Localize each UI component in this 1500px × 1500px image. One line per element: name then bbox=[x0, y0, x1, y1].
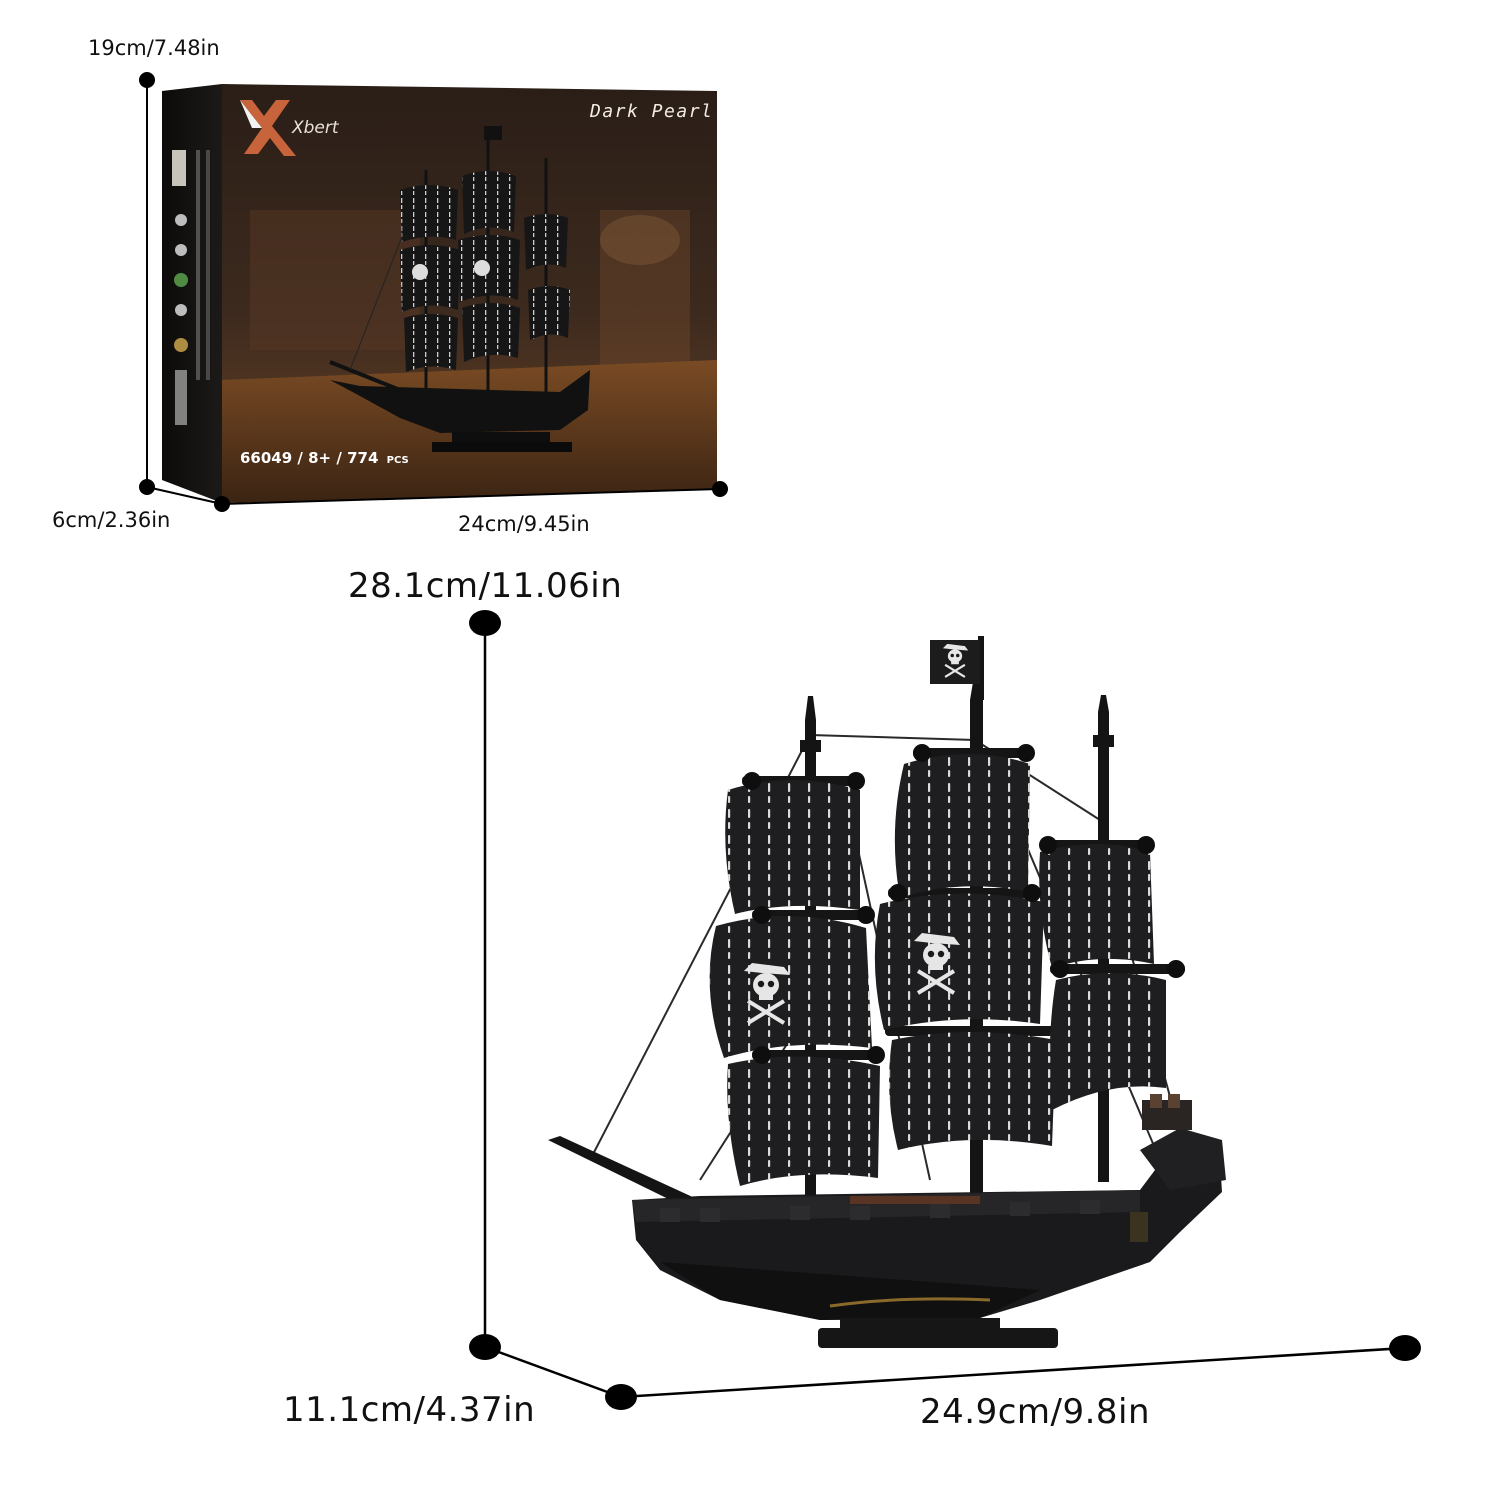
box-ship-image bbox=[329, 126, 590, 452]
box-dimension-dots bbox=[139, 72, 728, 512]
box-side-panel bbox=[162, 84, 222, 503]
model-corner-dot bbox=[469, 1334, 501, 1360]
box-depth-dot bbox=[214, 496, 230, 512]
ship-model-image bbox=[548, 636, 1226, 1348]
box-height-label: 19cm/7.48in bbox=[88, 36, 220, 60]
box-height-top-dot bbox=[139, 72, 155, 88]
model-dimension-lines bbox=[483, 623, 1406, 1399]
box-item-number: 66049 bbox=[240, 449, 293, 467]
ship-sail-stitching bbox=[709, 754, 1166, 1186]
xbert-logo-icon bbox=[240, 100, 296, 156]
ship-hull bbox=[632, 1094, 1226, 1320]
model-width-label: 24.9cm/9.8in bbox=[920, 1392, 1151, 1432]
jolly-roger-flag bbox=[930, 640, 980, 684]
ship-stand bbox=[818, 1318, 1058, 1348]
box-pieces-unit: PCS bbox=[386, 455, 409, 466]
box-dimension-lines bbox=[146, 80, 721, 505]
model-width-dot bbox=[1389, 1335, 1421, 1361]
model-height-label: 28.1cm/11.06in bbox=[348, 566, 623, 606]
box-corner-dot bbox=[139, 479, 155, 495]
model-height-top-dot bbox=[469, 610, 501, 636]
box-product-name: Dark Pearl bbox=[590, 101, 714, 122]
box-age-rating: 8+ bbox=[308, 449, 332, 467]
box-piece-count: 774 bbox=[347, 449, 379, 467]
product-box bbox=[162, 84, 717, 503]
box-side-certification-icons bbox=[172, 150, 210, 425]
model-depth-dot bbox=[605, 1384, 637, 1410]
box-item-info: 66049 / 8+ / 774 PCS bbox=[240, 449, 409, 467]
box-depth-label: 6cm/2.36in bbox=[52, 508, 171, 532]
ship-yard-ends bbox=[743, 744, 1185, 1064]
model-dimension-dots bbox=[469, 610, 1421, 1410]
model-depth-label: 11.1cm/4.37in bbox=[283, 1390, 536, 1430]
box-width-label: 24cm/9.45in bbox=[458, 512, 590, 536]
box-brand-name: Xbert bbox=[292, 118, 339, 138]
box-width-dot bbox=[712, 481, 728, 497]
